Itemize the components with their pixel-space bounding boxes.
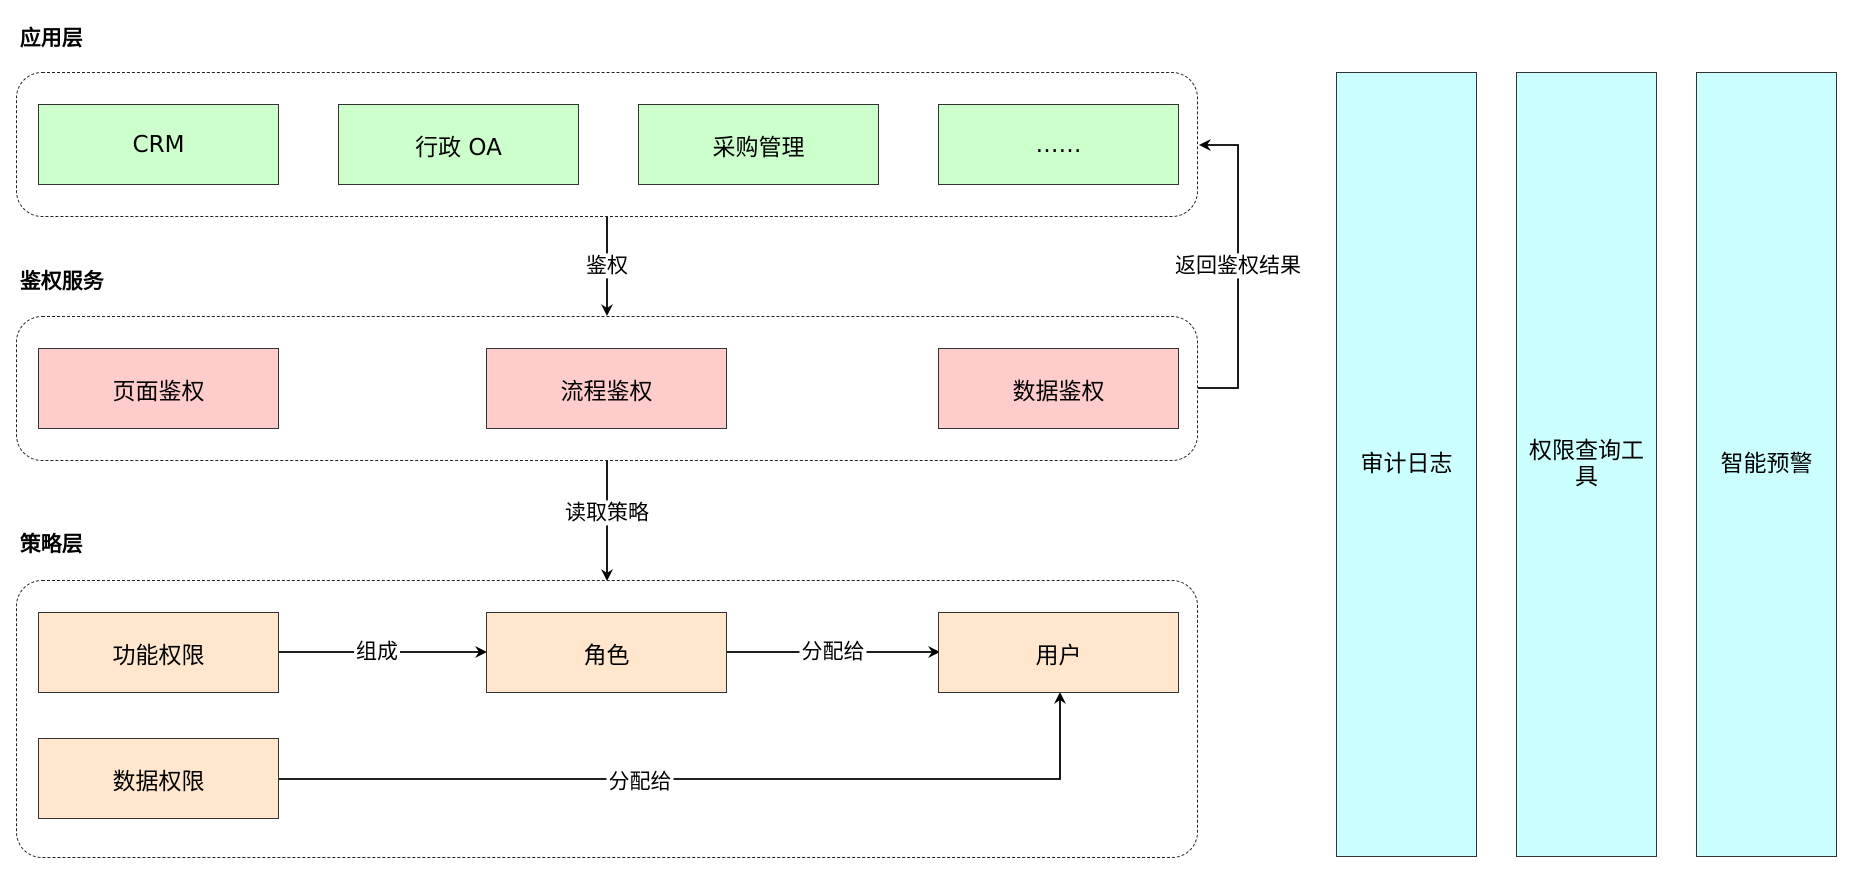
auth-layer-container	[16, 316, 1198, 461]
edge-label-func-to-role: 组成	[354, 639, 400, 665]
layer-title-app: 应用层	[20, 26, 83, 50]
edge-data-to-user	[279, 692, 1066, 780]
policy-node-role[interactable]: 角色	[486, 612, 727, 693]
side-panel-permission-query[interactable]: 权限查询工具	[1516, 72, 1657, 857]
app-node-procurement[interactable]: 采购管理	[638, 104, 879, 185]
side-panel-audit-log[interactable]: 审计日志	[1336, 72, 1477, 857]
policy-node-function-permission[interactable]: 功能权限	[38, 612, 279, 693]
layer-title-auth: 鉴权服务	[20, 269, 104, 293]
app-node-more[interactable]: ……	[938, 104, 1179, 185]
app-node-oa[interactable]: 行政 OA	[338, 104, 579, 185]
edge-label-auth-return: 返回鉴权结果	[1173, 253, 1303, 279]
policy-layer-container	[16, 580, 1198, 858]
auth-node-page[interactable]: 页面鉴权	[38, 348, 279, 429]
edge-label-auth-to-policy: 读取策略	[563, 500, 651, 526]
app-node-crm[interactable]: CRM	[38, 104, 279, 185]
auth-node-flow[interactable]: 流程鉴权	[486, 348, 727, 429]
policy-node-data-permission[interactable]: 数据权限	[38, 738, 279, 819]
auth-node-data[interactable]: 数据鉴权	[938, 348, 1179, 429]
policy-node-user[interactable]: 用户	[938, 612, 1179, 693]
edge-label-app-to-auth: 鉴权	[584, 253, 630, 279]
layer-title-policy: 策略层	[20, 532, 83, 556]
edge-label-data-to-user: 分配给	[606, 769, 674, 795]
edge-label-role-to-user: 分配给	[799, 639, 867, 665]
app-layer-container	[16, 72, 1198, 217]
side-panel-smart-alert[interactable]: 智能预警	[1696, 72, 1837, 857]
